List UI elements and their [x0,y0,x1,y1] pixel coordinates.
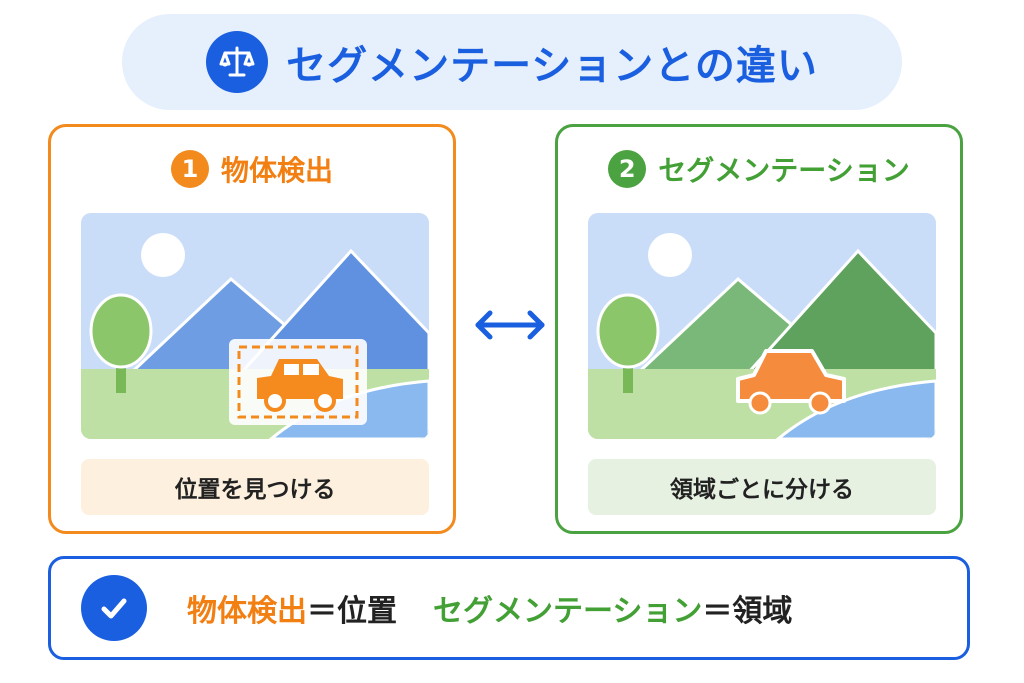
step-number-badge: 2 [608,150,647,188]
step-number-badge: 1 [170,150,209,188]
page-title: セグメンテーションとの違い [286,43,818,89]
panel-title: 物体検出 [220,154,333,187]
tree-icon [596,293,660,393]
panel-header: 2 セグメンテーション [558,149,960,189]
segmentation-scene [588,213,936,439]
panel-caption: 位置を見つける [81,459,429,515]
summary-left-term: 物体検出 [187,594,307,629]
title-banner: セグメンテーションとの違い [122,14,902,110]
panel-title: セグメンテーション [658,154,910,187]
bidirectional-arrow-icon [470,305,550,349]
panel-header: 1 物体検出 [51,149,453,189]
summary-left-eq: ＝位置 [307,594,397,629]
panel-caption: 領域ごとに分ける [588,459,936,515]
summary-text: 物体検出 ＝位置 セグメンテーション ＝領域 [187,586,792,630]
detection-scene [81,213,429,439]
car-icon [736,349,846,415]
sun-icon [648,233,692,277]
car-icon [257,359,343,412]
summary-right-eq: ＝領域 [702,594,793,629]
summary-box: 物体検出 ＝位置 セグメンテーション ＝領域 [48,556,970,660]
segmentation-panel: 2 セグメンテーション 領域ごとに分ける [555,124,963,534]
balance-scale-icon [206,31,269,93]
check-icon [81,575,147,641]
sun-icon [141,233,185,277]
tree-icon [89,293,153,393]
object-detection-panel: 1 物体検出 位置を見つける [48,124,456,534]
summary-right-term: セグメンテーション [433,594,703,629]
